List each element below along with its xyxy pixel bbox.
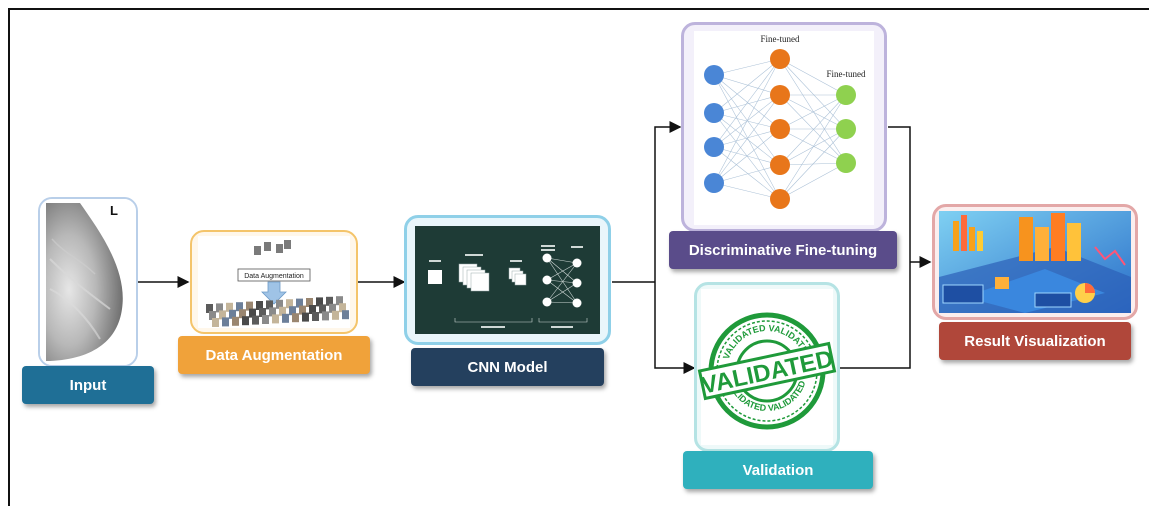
line-validation-out: [840, 262, 911, 369]
augmentation-thumbnail: [259, 308, 266, 317]
augmentation-thumbnail: [332, 310, 339, 320]
hidden-neuron: [770, 155, 790, 175]
augmentation-thumbnail: [289, 306, 296, 316]
output-neuron: [836, 153, 856, 173]
augmentation-thumbnail: [292, 313, 299, 323]
augmentation-thumbnail: [312, 312, 319, 321]
diagram-frame: [8, 8, 1149, 506]
hidden-neuron: [770, 85, 790, 105]
input-neuron: [704, 103, 724, 123]
augmentation-grid-image: Data Augmentation: [198, 236, 350, 328]
augmentation-thumbnail: [262, 315, 269, 324]
augmentation-thumbnail: [219, 310, 226, 320]
augmentation-thumbnail: [326, 296, 333, 306]
input-card: L: [38, 197, 138, 367]
augmentation-thumbnail: [266, 300, 273, 310]
augmentation-thumbnail: [232, 316, 239, 326]
augmentation-thumbnail: [322, 311, 329, 321]
input-neuron: [704, 137, 724, 157]
mammogram-image: L: [40, 199, 136, 365]
hidden-layer-caption: Fine-tuned: [761, 34, 800, 44]
input-neuron: [704, 173, 724, 193]
result-dashboard-image: [939, 211, 1131, 313]
cnn-label: CNN Model: [411, 348, 604, 386]
augmentation-thumbnail: [336, 296, 343, 306]
augmentation-label: Data Augmentation: [178, 336, 370, 374]
augmentation-thumbnail: [329, 303, 336, 313]
cnn-card: [404, 215, 611, 345]
line-finetune-out: [888, 126, 911, 262]
augmentation-thumbnail: [309, 305, 316, 314]
augmentation-thumbnail: [319, 304, 326, 314]
augmentation-thumbnail: [239, 309, 246, 319]
augmentation-thumbnail: [222, 317, 229, 327]
augmentation-thumbnail: [256, 301, 263, 310]
augmentation-thumbnail: [216, 303, 223, 313]
augmentation-thumbnail: [249, 308, 256, 318]
augmentation-thumbnail: [302, 312, 309, 322]
result-label: Result Visualization: [939, 322, 1131, 360]
augmentation-thumbnail: [342, 310, 349, 320]
augmentation-card: Data Augmentation: [190, 230, 358, 334]
neural-network-image: Fine-tuned Fine-tuned: [694, 31, 874, 225]
finetune-card: Fine-tuned Fine-tuned: [681, 22, 887, 232]
augmentation-thumbnail: [339, 303, 346, 313]
finetune-label: Discriminative Fine-tuning: [669, 231, 897, 269]
augmentation-thumbnail: [282, 313, 289, 323]
input-label: Input: [22, 366, 154, 404]
augmentation-thumbnail: [306, 298, 313, 307]
augmentation-thumbnail: [279, 306, 286, 316]
hidden-neuron: [770, 189, 790, 209]
output-layer-caption: Fine-tuned: [827, 69, 866, 79]
validation-label: Validation: [683, 451, 873, 489]
result-card: [932, 204, 1138, 320]
validated-stamp-image: VALIDATED VALIDATED VALIDATED VALIDATED …: [697, 289, 837, 445]
validation-card: VALIDATED VALIDATED VALIDATED VALIDATED …: [694, 282, 840, 452]
arrow-cnn-to-validation: [654, 282, 696, 374]
mammogram-marker: L: [110, 203, 118, 218]
augmentation-thumbnail: [212, 318, 219, 327]
augmentation-thumbnail: [209, 311, 216, 320]
augmentation-thumbnail: [299, 305, 306, 315]
augmentation-thumbnail: [272, 314, 279, 324]
augmentation-thumbnail: [252, 315, 259, 325]
augmentation-thumbnail: [236, 302, 243, 312]
cnn-architecture-image: [415, 226, 600, 334]
arrow-cnn-to-finetune: [654, 121, 682, 282]
hidden-neuron: [770, 49, 790, 69]
augmentation-thumbnail: [286, 299, 293, 309]
augmentation-thumbnail: [229, 309, 236, 319]
augmentation-inner-caption: Data Augmentation: [244, 273, 304, 280]
hidden-neuron: [770, 119, 790, 139]
augmentation-thumbnail: [269, 307, 276, 317]
augmentation-thumbnail: [296, 298, 303, 308]
input-neuron: [704, 65, 724, 85]
augmentation-thumbnail: [206, 304, 213, 313]
augmentation-thumbnail: [246, 301, 253, 311]
output-neuron: [836, 119, 856, 139]
augmentation-thumbnail: [242, 316, 249, 326]
augmentation-thumbnail: [316, 297, 323, 307]
output-neuron: [836, 85, 856, 105]
augmentation-thumbnail: [276, 299, 283, 309]
augmentation-thumbnail: [226, 302, 233, 312]
